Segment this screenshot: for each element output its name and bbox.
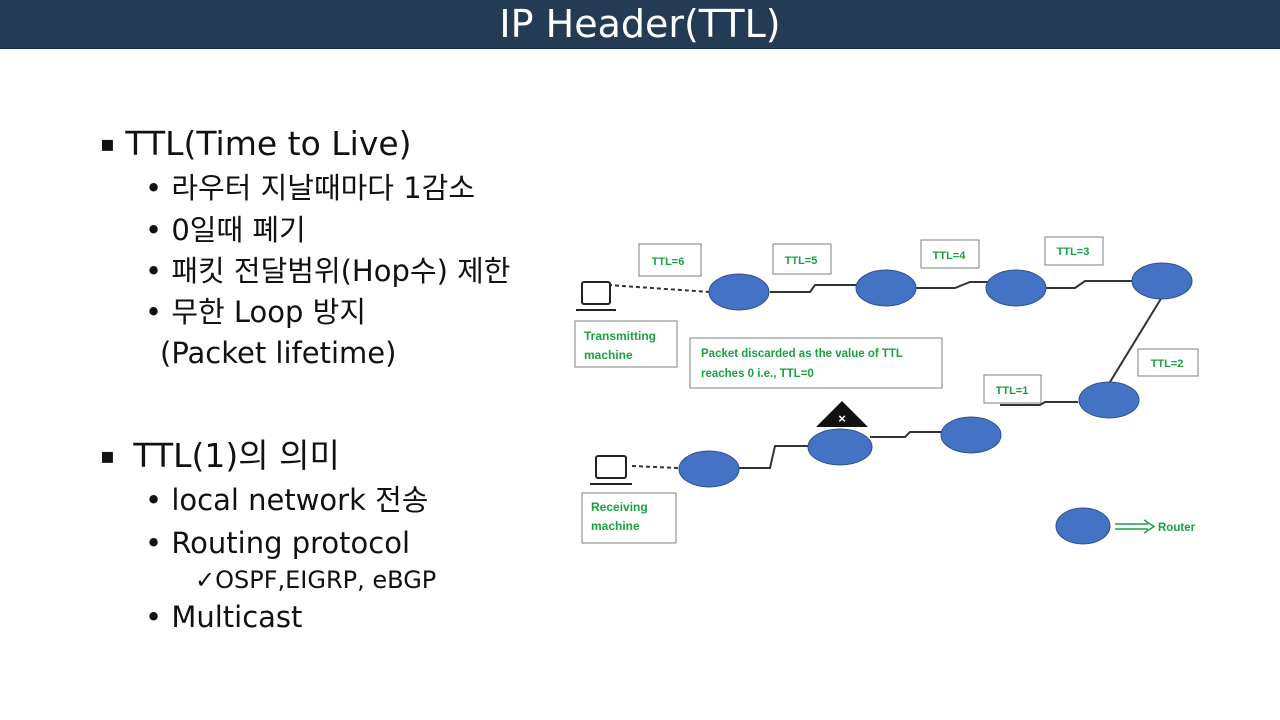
discard-note: Packet discarded as the value of TTL rea… xyxy=(689,337,943,389)
ttl-label: TTL=3 xyxy=(1057,246,1090,258)
ttl-label: TTL=2 xyxy=(1151,358,1184,370)
legend-router xyxy=(1055,507,1111,545)
sub-bullet: • Routing protocol xyxy=(145,526,411,560)
bullet-ttl: ▪ TTL(Time to Live) xyxy=(100,126,412,163)
bullet-mark: ▪ xyxy=(100,132,115,157)
page-title: IP Header(TTL) xyxy=(499,2,781,46)
transmit-label-line: Transmitting xyxy=(584,329,656,343)
laptop-icon xyxy=(590,455,632,485)
svg-text:×: × xyxy=(838,411,846,426)
router-node xyxy=(1131,262,1193,300)
router-node xyxy=(985,269,1047,307)
sub-bullet: • 무한 Loop 방지 xyxy=(145,295,367,329)
router-node xyxy=(708,273,770,311)
machine-labels: Transmitting machine Receiving machine xyxy=(574,320,678,544)
legend: Router xyxy=(1115,519,1196,534)
ttl-label: TTL=5 xyxy=(785,255,818,267)
sub-bullet-continuation: (Packet lifetime) xyxy=(160,336,397,370)
router-node xyxy=(940,416,1002,454)
legend-label: Router xyxy=(1158,522,1196,534)
connection-lines xyxy=(607,280,1163,469)
sub-bullet: • 라우터 지날때마다 1감소 xyxy=(145,171,476,205)
discard-note-line: Packet discarded as the value of TTL xyxy=(701,348,903,360)
sub-bullet: • 패킷 전달범위(Hop수) 제한 xyxy=(145,254,511,288)
receive-label-line: machine xyxy=(591,519,640,533)
transmit-label-line: machine xyxy=(584,348,633,362)
bullet-ttl-1: ▪ TTL(1)의 의미 xyxy=(100,438,340,475)
discard-note-line: reaches 0 i.e., TTL=0 xyxy=(701,368,814,380)
ttl-diagram: × TTL=6 TTL=5 TTL=4 TTL=3 TTL=2 TTL=1 Tr… xyxy=(574,236,1199,545)
laptop-icon xyxy=(576,281,616,311)
router-node xyxy=(678,450,740,488)
ttl-label: TTL=4 xyxy=(933,250,967,262)
router-node xyxy=(855,269,917,307)
sub-bullet: • 0일때 폐기 xyxy=(145,213,306,247)
check-item: ✓OSPF,EIGRP, eBGP xyxy=(195,566,437,594)
sub-bullet: • local network 전송 xyxy=(145,483,429,517)
title-bar xyxy=(0,0,1280,49)
bullet-mark: ▪ xyxy=(100,444,115,469)
router-node xyxy=(807,428,873,466)
warning-x-icon: × xyxy=(816,401,868,427)
ttl-label: TTL=6 xyxy=(652,256,685,268)
receive-label-line: Receiving xyxy=(591,500,648,514)
bullet-ttl-1-text: TTL(1)의 의미 xyxy=(133,436,340,475)
sub-bullet: • Multicast xyxy=(145,600,303,634)
routers xyxy=(678,262,1193,545)
router-node xyxy=(1078,381,1140,419)
ttl-label: TTL=1 xyxy=(996,385,1029,397)
arrow-icon xyxy=(1115,519,1156,534)
ttl-labels: TTL=6 TTL=5 TTL=4 TTL=3 TTL=2 TTL=1 xyxy=(638,236,1199,404)
bullet-ttl-text: TTL(Time to Live) xyxy=(125,124,412,163)
